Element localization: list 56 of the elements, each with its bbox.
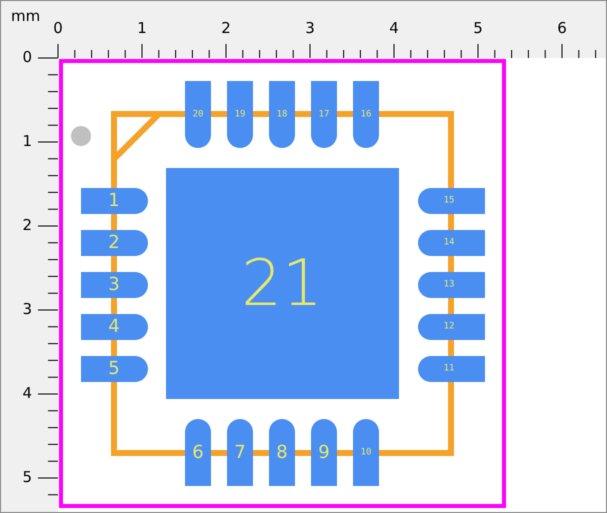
pad	[269, 81, 295, 148]
pad-number: 9	[318, 444, 330, 462]
ruler-number: 2	[22, 218, 32, 233]
pad	[81, 188, 148, 214]
pad	[353, 81, 379, 148]
pad	[418, 356, 485, 382]
ruler-number: 6	[557, 21, 567, 36]
ruler-number: 0	[53, 21, 63, 36]
pad-number: 6	[192, 444, 204, 462]
pad-number: 3	[108, 276, 120, 294]
pad-number: 21	[241, 252, 323, 316]
pad-number: 20	[192, 110, 204, 120]
ruler-number: 3	[305, 21, 315, 36]
pad-number: 17	[318, 110, 330, 120]
ruler-number: 2	[221, 21, 231, 36]
pad	[311, 81, 337, 148]
pad-number: 12	[444, 322, 454, 332]
ruler-number: 5	[473, 21, 483, 36]
pad-number: 14	[444, 238, 454, 248]
pad	[227, 419, 253, 486]
pad	[81, 272, 148, 298]
pad-number: 8	[276, 444, 288, 462]
thermal-pad	[166, 168, 399, 399]
ruler-number: 4	[389, 21, 399, 36]
pad	[418, 272, 485, 298]
pad	[81, 314, 148, 340]
pad	[81, 230, 148, 256]
ruler-number: 1	[137, 21, 147, 36]
pad	[418, 314, 485, 340]
ruler-number: 4	[22, 386, 32, 401]
pad	[185, 81, 211, 148]
pad-number: 7	[234, 444, 246, 462]
pad	[353, 419, 379, 486]
pad	[227, 81, 253, 148]
pad	[418, 230, 485, 256]
ruler-number: 5	[22, 470, 32, 485]
pad	[311, 419, 337, 486]
ruler-number: 0	[22, 50, 32, 65]
pad	[269, 419, 295, 486]
ruler-number: 3	[22, 302, 32, 317]
pad-number: 15	[444, 196, 454, 206]
pad-number: 4	[108, 318, 120, 336]
pad-number: 19	[234, 110, 246, 120]
pad	[185, 419, 211, 486]
pad-number: 10	[360, 448, 372, 458]
pad-number: 11	[444, 364, 454, 374]
pad	[418, 188, 485, 214]
pad-number: 5	[108, 360, 120, 378]
pad	[81, 356, 148, 382]
unit-label: mm	[11, 9, 40, 24]
ruler-number: 1	[22, 134, 32, 149]
pad-number: 1	[108, 192, 120, 210]
pad-number: 18	[276, 110, 288, 120]
pad-number: 16	[360, 110, 372, 120]
pad-number: 2	[108, 234, 120, 252]
pad-number: 13	[444, 280, 454, 290]
